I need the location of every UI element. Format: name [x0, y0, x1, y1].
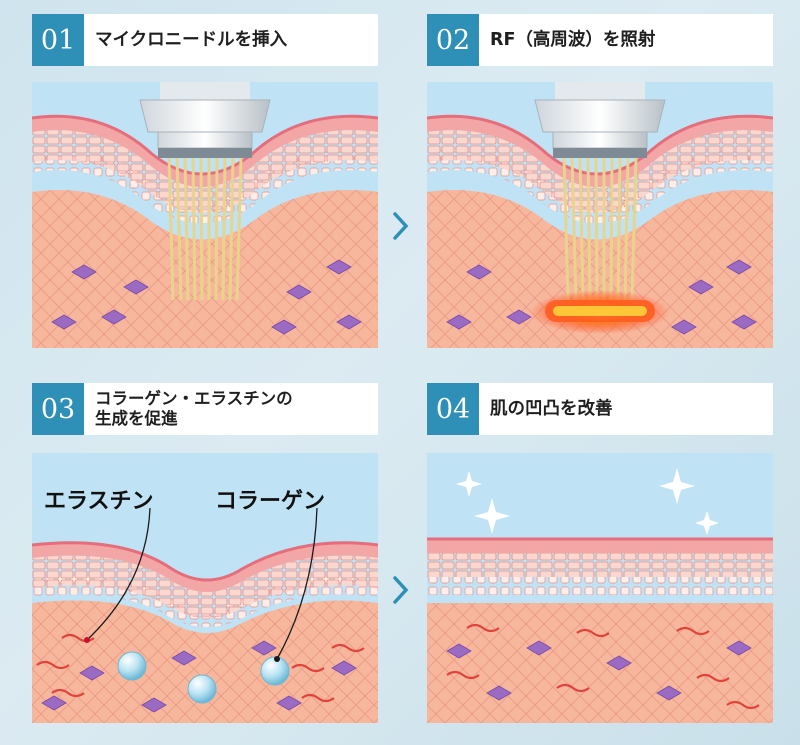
elastin-label: エラスチン [44, 489, 154, 514]
collagen-bubbles [117, 651, 290, 704]
microneedle-device [139, 82, 271, 301]
elastin-marker [84, 637, 90, 643]
step-02: 02 RF（高周波）を照射 [427, 14, 773, 348]
step-title: コラーゲン・エラスチンの 生成を促進 [95, 389, 293, 429]
step-title: マイクロニードルを挿入 [95, 29, 288, 50]
collagen-marker [274, 656, 280, 662]
step-title-line1: コラーゲン・エラスチンの [95, 389, 293, 408]
collagen-label: コラーゲン [215, 489, 326, 514]
dermis-cells [446, 259, 757, 335]
step-number: 02 [427, 14, 479, 66]
step-title-line2: 生成を促進 [95, 409, 178, 428]
step-03-header: 03 コラーゲン・エラスチンの 生成を促進 [32, 383, 378, 435]
step-03: 03 コラーゲン・エラスチンの 生成を促進 [32, 383, 378, 723]
step-02-illustration [427, 82, 773, 348]
label-leader-lines [86, 507, 318, 660]
step-title: 肌の凹凸を改善 [490, 398, 613, 419]
chevron-right-icon [393, 212, 409, 240]
step-title: RF（高周波）を照射 [490, 29, 656, 50]
rf-heat-glow [530, 290, 670, 334]
step-04-illustration [427, 453, 773, 723]
step-01-illustration [32, 82, 378, 348]
step-03-illustration [32, 453, 378, 723]
step-01-header: 01 マイクロニードルを挿入 [32, 14, 378, 66]
step-01: 01 マイクロニードルを挿入 [32, 14, 378, 348]
dermis-cells [41, 640, 357, 713]
dermis-cells [51, 259, 362, 335]
needles [167, 157, 243, 301]
step-number: 03 [32, 383, 84, 435]
chevron-right-icon [393, 576, 409, 604]
step-number: 04 [427, 383, 479, 435]
microneedle-device [534, 82, 666, 301]
sparkle-icon [456, 468, 719, 535]
dermis-cells [446, 640, 752, 701]
elastin-fibers [446, 623, 760, 710]
step-04-header: 04 肌の凹凸を改善 [427, 383, 773, 435]
elastin-fibers [36, 633, 365, 703]
needles [562, 157, 638, 301]
step-04: 04 肌の凹凸を改善 [427, 383, 773, 723]
step-02-header: 02 RF（高周波）を照射 [427, 14, 773, 66]
step-number: 01 [32, 14, 84, 66]
